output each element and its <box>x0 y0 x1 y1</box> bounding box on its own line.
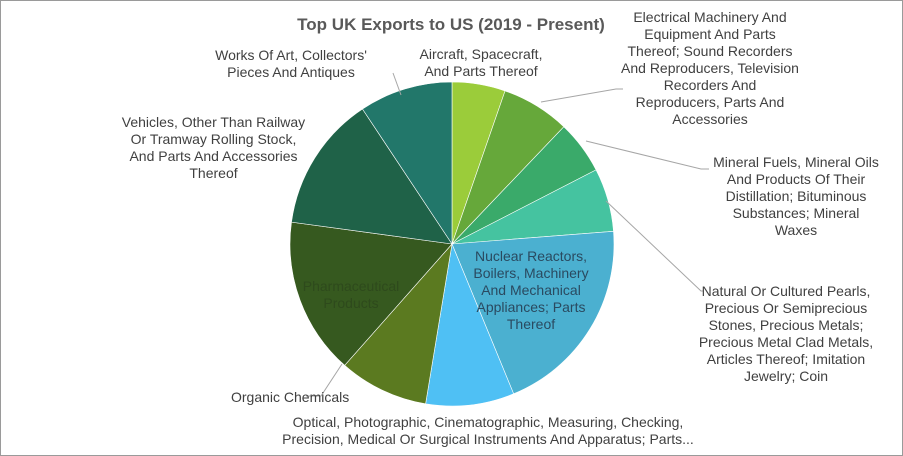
slice-label-vehicles: Vehicles, Other Than Railway Or Tramway … <box>121 114 306 181</box>
pie-slice-works-of-art <box>362 81 453 245</box>
pie-slice-organic <box>344 243 453 405</box>
pie-slice-nuclear <box>451 230 615 395</box>
slice-label-pharma: Pharmaceutical Products <box>302 278 400 311</box>
slice-label-organic: Organic Chemicals <box>231 389 350 405</box>
pie-slice-optical <box>425 242 515 407</box>
slice-label-electrical: Electrical Machinery And Equipment And P… <box>621 9 799 127</box>
slice-label-optical: Optical, Photographic, Cinematographic, … <box>282 414 694 447</box>
leader-line <box>605 200 703 292</box>
pie-slice-pharma <box>289 221 453 366</box>
slice-label-aircraft: Aircraft, Spacecraft, And Parts Thereof <box>419 46 543 79</box>
slice-label-works-of-art: Works Of Art, Collectors' Pieces And Ant… <box>215 47 367 80</box>
chart-title: Top UK Exports to US (2019 - Present) <box>297 15 605 34</box>
slice-label-nuclear: Nuclear Reactors, Boilers, Machinery And… <box>473 248 589 332</box>
slice-label-pearls: Natural Or Cultured Pearls, Precious Or … <box>698 283 874 384</box>
leader-line <box>306 363 343 397</box>
slice-label-mineral-fuels: Mineral Fuels, Mineral Oils And Products… <box>713 154 879 238</box>
leader-line <box>392 72 402 96</box>
leader-line <box>540 88 623 103</box>
leader-line <box>585 140 709 170</box>
pie-slice-vehicles <box>291 108 453 245</box>
